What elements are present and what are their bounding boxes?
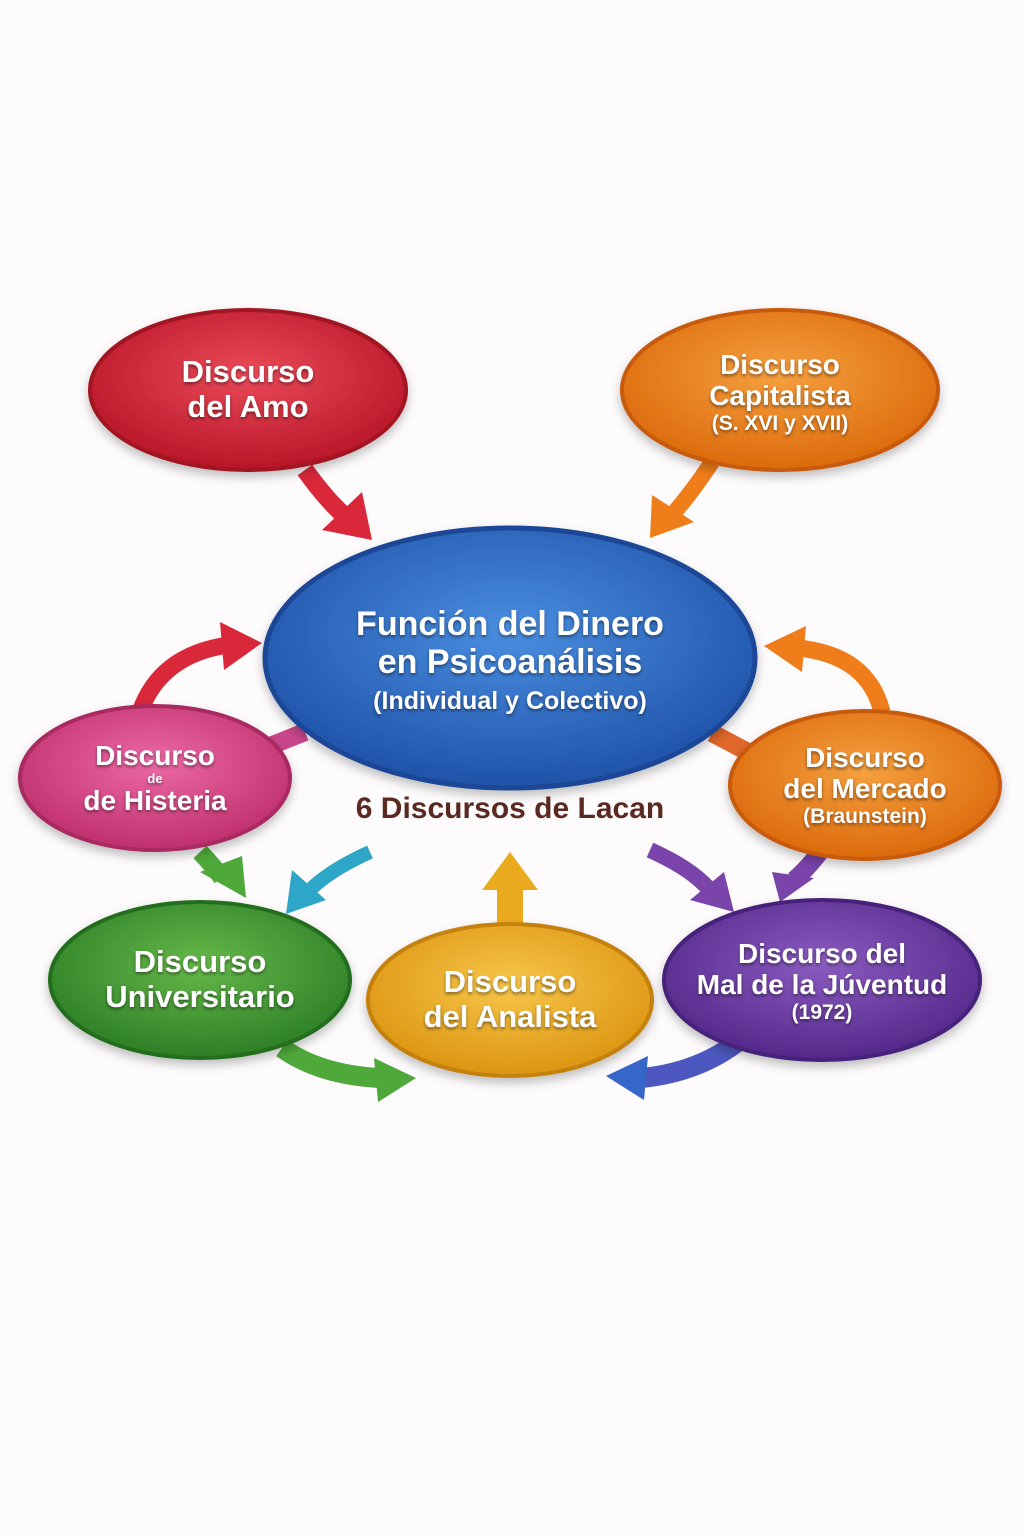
center-title-line3: (Individual y Colectivo) xyxy=(373,687,647,716)
node-histeria-line1: Discurso xyxy=(95,740,215,772)
node-amo-line1: Discurso xyxy=(181,354,315,390)
arrow-capitalista-to-center xyxy=(650,457,719,538)
node-histeria: Discurso de de Histeria xyxy=(20,712,290,844)
arrows xyxy=(131,457,891,1102)
node-universitario-line2: Universitario xyxy=(105,979,295,1014)
node-universitario-shape xyxy=(48,900,352,1060)
node-analista-line1: Discurso xyxy=(443,964,577,1000)
node-mercado: Discurso del Mercado (Braunstein) xyxy=(730,712,1000,858)
arrow-histeria-to-center xyxy=(131,622,262,716)
arrow-mercado-to-center xyxy=(764,626,891,715)
arrow-mercado-to-juventud xyxy=(772,846,828,902)
node-amo-shape xyxy=(88,308,408,472)
node-histeria-line3: de Histeria xyxy=(83,784,227,816)
node-amo-line2: del Amo xyxy=(187,389,309,424)
node-juventud-line1: Discurso del xyxy=(737,937,907,969)
arrow-center-to-juventud xyxy=(646,842,734,912)
arrow-center-to-universitario xyxy=(286,845,373,914)
node-capitalista-line2: Capitalista xyxy=(709,380,851,412)
node-universitario: Discurso Universitario xyxy=(50,912,350,1048)
node-histeria-shape xyxy=(18,704,292,852)
node-histeria-line2: de xyxy=(147,770,163,786)
node-capitalista: Discurso Capitalista (S. XVI y XVII) xyxy=(622,322,938,462)
arrow-amo-to-center xyxy=(297,464,372,540)
node-capitalista-line3: (S. XVI y XVII) xyxy=(711,411,849,435)
node-juventud: Discurso del Mal de la Júventud (1972) xyxy=(664,910,980,1052)
node-analista-line2: del Analista xyxy=(423,999,597,1034)
node-amo: Discurso del Amo xyxy=(90,320,406,460)
node-mercado-line2: del Mercado xyxy=(783,773,947,805)
arrow-universitario-to-analista xyxy=(276,1039,416,1102)
node-mercado-line3: (Braunstein) xyxy=(803,804,927,828)
center-title-line2: en Psicoanálisis xyxy=(377,643,643,681)
node-center: Función del Dinero en Psicoanálisis (Ind… xyxy=(265,560,755,760)
center-title-line1: Función del Dinero xyxy=(356,604,664,643)
node-juventud-line2: Mal de la Júventud xyxy=(696,969,948,1001)
arrow-center-to-mercado xyxy=(707,725,753,760)
arrow-histeria-to-universitario xyxy=(193,845,246,898)
node-juventud-shape xyxy=(662,898,982,1062)
diagram-subtitle: 6 Discursos de Lacan xyxy=(355,792,665,825)
node-capitalista-shape xyxy=(620,308,940,472)
node-capitalista-line1: Discurso xyxy=(720,348,840,380)
node-analista-shape xyxy=(366,922,654,1078)
node-analista: Discurso del Analista xyxy=(368,932,652,1068)
nodes xyxy=(18,308,1002,1078)
node-juventud-line3: (1972) xyxy=(791,1000,853,1024)
node-center-shape xyxy=(262,525,758,791)
node-universitario-line1: Discurso xyxy=(133,944,267,980)
node-mercado-line1: Discurso xyxy=(805,741,925,773)
node-mercado-shape xyxy=(728,709,1002,861)
